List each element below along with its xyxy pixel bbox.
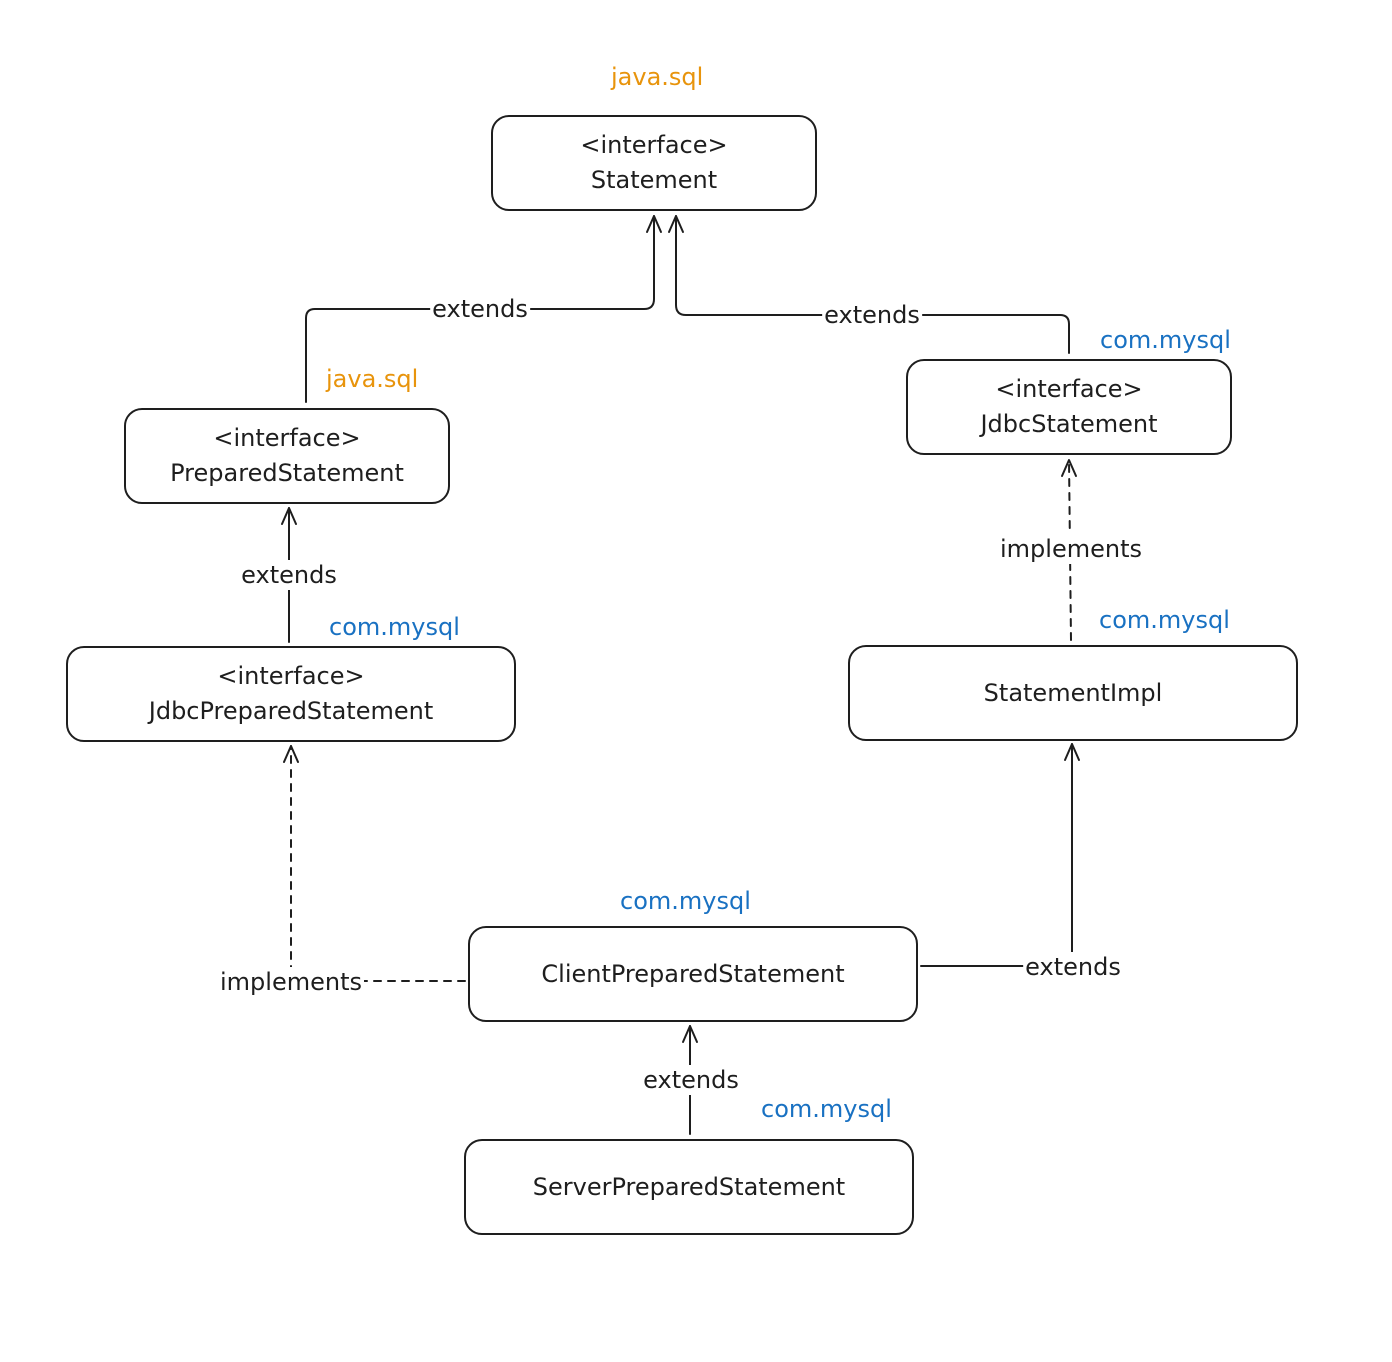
- arrowhead-jdbc-statement: [1061, 459, 1077, 477]
- class-name: Statement: [590, 166, 718, 194]
- stereotype-label: <interface>: [995, 375, 1143, 403]
- package-label-jdbc-statement: com.mysql: [1100, 326, 1231, 354]
- package-label-jdbc-prepared-statement: com.mysql: [329, 613, 460, 641]
- class-name: ClientPreparedStatement: [541, 959, 845, 988]
- extends-connector-client-prepared: [920, 743, 1073, 967]
- class-name: JdbcStatement: [980, 410, 1158, 438]
- package-label-statement-impl: com.mysql: [1099, 606, 1230, 634]
- class-box-prepared-statement: <interface> PreparedStatement: [124, 408, 450, 504]
- package-label-client-prepared-statement: com.mysql: [620, 887, 751, 915]
- class-box-client-prepared-statement: ClientPreparedStatement: [468, 926, 918, 1022]
- relation-label-extends: extends: [641, 1065, 741, 1095]
- implements-connector-client-prepared: [290, 745, 466, 982]
- class-name: JdbcPreparedStatement: [148, 697, 434, 725]
- package-label-statement: java.sql: [611, 63, 704, 91]
- relation-label-extends: extends: [430, 294, 530, 324]
- stereotype-label: <interface>: [580, 131, 728, 159]
- arrowhead-statement-left: [646, 215, 662, 233]
- class-name: PreparedStatement: [170, 459, 404, 487]
- package-label-prepared-statement: java.sql: [326, 365, 419, 393]
- arrowhead-prepared-statement: [281, 507, 297, 525]
- class-box-server-prepared-statement: ServerPreparedStatement: [464, 1139, 914, 1235]
- class-box-jdbc-statement: <interface> JdbcStatement: [906, 359, 1232, 455]
- relation-label-implements: implements: [218, 967, 364, 997]
- class-name: StatementImpl: [983, 678, 1163, 707]
- arrowhead-client-prepared-statement: [682, 1025, 698, 1043]
- class-name: ServerPreparedStatement: [532, 1172, 846, 1201]
- relation-label-extends: extends: [239, 560, 339, 590]
- arrowhead-jdbc-prepared-statement: [283, 745, 299, 763]
- extends-connector-jdbc-statement: [675, 215, 1070, 354]
- arrowhead-statement-right: [668, 215, 684, 233]
- stereotype-label: <interface>: [213, 424, 361, 452]
- class-box-statement-impl: StatementImpl: [848, 645, 1298, 741]
- stereotype-label: <interface>: [217, 662, 365, 690]
- package-label-server-prepared-statement: com.mysql: [761, 1095, 892, 1123]
- relation-label-extends: extends: [822, 300, 922, 330]
- relation-label-implements: implements: [998, 534, 1144, 564]
- relation-label-extends: extends: [1023, 952, 1123, 982]
- class-box-jdbc-prepared-statement: <interface> JdbcPreparedStatement: [66, 646, 516, 742]
- class-box-statement: <interface> Statement: [491, 115, 817, 211]
- arrowhead-statement-impl: [1064, 743, 1080, 761]
